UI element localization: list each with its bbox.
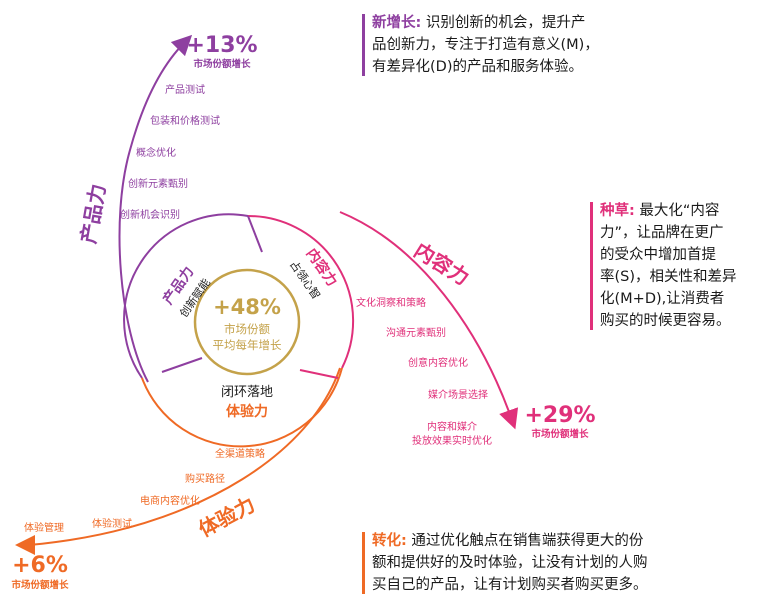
- content-step: 沟通元素甄别: [386, 326, 446, 339]
- content-segment-border: [247, 215, 355, 369]
- growth-note-line: 品创新力，专注于打造有意义(M)，: [372, 37, 599, 53]
- product-arm-arc: [118, 34, 193, 383]
- product-result-label: 市场份额增长: [193, 58, 251, 70]
- growth-note-lead: 新增长:: [372, 15, 422, 31]
- experience-segment-border: [141, 367, 343, 448]
- content-step: 文化洞察和策略: [356, 296, 426, 309]
- growth-note-line: 识别创新的机会，提升产: [425, 15, 586, 31]
- experience-step: 体验管理: [24, 521, 64, 534]
- conversion-note-line: 通过优化触点在销售端获得更大的份: [411, 533, 644, 549]
- content-arm-label: 内容力: [410, 238, 474, 290]
- product-step: 包装和价格测试: [150, 114, 220, 127]
- content-arm-arc: [339, 211, 519, 430]
- center-value: +48%: [213, 295, 281, 319]
- divider-content-experience: [299, 369, 339, 379]
- experience-arm-arc: [15, 367, 341, 555]
- divider-product-experience: [161, 357, 203, 373]
- content-step: 内容和媒介: [427, 420, 477, 433]
- experience-result-value: +6%: [12, 553, 68, 578]
- product-step: 产品测试: [165, 83, 205, 96]
- center-gold-circle: [193, 268, 301, 376]
- seeding-note-line: 最大化“内容: [639, 203, 720, 219]
- content-step: 创意内容优化: [408, 356, 468, 369]
- product-step: 概念优化: [136, 146, 176, 159]
- experience-segment-subtitle: 闭环落地: [221, 385, 273, 400]
- seeding-note-line: 化(M+D),让消费者: [600, 291, 725, 307]
- conversion-note-bar: [362, 532, 365, 594]
- center-line1: 市场份额: [224, 322, 270, 336]
- experience-step: 购买路径: [185, 472, 225, 485]
- content-step: 媒介场景选择: [428, 388, 488, 401]
- seeding-note-line: 力”，让品牌在更广: [600, 225, 724, 241]
- seeding-note-lead: 种草:: [600, 203, 635, 219]
- divider-product-content: [247, 215, 263, 253]
- center-line2: 平均每年增长: [213, 338, 282, 352]
- seeding-note-line: 的受众中增加首提: [600, 247, 716, 263]
- content-step: 投放效果实时优化: [412, 434, 492, 447]
- seeding-note-line: 购买的时候更容易。: [600, 313, 731, 329]
- conversion-note-line: 额和提供好的及时体验，让没有计划的人购: [372, 555, 648, 571]
- content-result-label: 市场份额增长: [531, 428, 589, 440]
- product-segment-border: [123, 213, 249, 379]
- seeding-note: 种草: 最大化“内容 力”，让品牌在更广 的受众中增加首提 率(S)，相关性和差…: [590, 200, 762, 332]
- experience-segment-title: 体验力: [226, 403, 268, 420]
- growth-note-line: 有差异化(D)的产品和服务体验。: [372, 59, 583, 75]
- product-arm-label: 产品力: [76, 182, 110, 245]
- seeding-note-line: 率(S)，相关性和差异: [600, 269, 737, 285]
- content-result-value: +29%: [524, 403, 595, 428]
- seeding-note-bar: [590, 202, 593, 330]
- product-step: 创新机会识别: [120, 208, 180, 221]
- growth-note-bar: [362, 14, 365, 76]
- conversion-note-lead: 转化:: [372, 533, 407, 549]
- conversion-note: 转化: 通过优化触点在销售端获得更大的份 额和提供好的及时体验，让没有计划的人购…: [362, 530, 762, 596]
- experience-step: 体验测试: [92, 517, 132, 530]
- conversion-note-line: 买自己的产品，让有计划购买者购买更多。: [372, 577, 648, 593]
- product-result-value: +13%: [186, 33, 257, 58]
- experience-step: 全渠道策略: [215, 447, 265, 460]
- experience-step: 电商内容优化: [140, 494, 200, 507]
- product-step: 创新元素甄别: [128, 177, 188, 190]
- experience-result-label: 市场份额增长: [11, 579, 69, 591]
- growth-note: 新增长: 识别创新的机会，提升产 品创新力，专注于打造有意义(M)， 有差异化(…: [362, 12, 722, 78]
